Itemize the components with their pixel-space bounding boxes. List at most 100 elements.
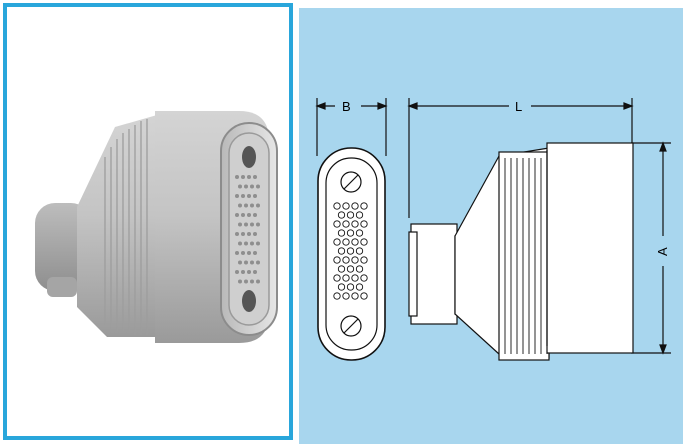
dim-a-label: A	[655, 247, 670, 256]
pin-contact	[333, 292, 341, 300]
photo-pin	[253, 194, 257, 198]
pin-contact	[351, 274, 359, 282]
pin-contact	[351, 202, 359, 210]
photo-pin	[250, 222, 254, 227]
pin-contact	[342, 238, 350, 246]
pin-contact	[351, 292, 359, 300]
pin-contact	[337, 247, 346, 255]
photo-pin	[247, 194, 251, 198]
photo-pin	[256, 279, 260, 284]
pin-contact	[360, 274, 368, 282]
photo-pin	[253, 213, 257, 217]
photo-pin	[253, 251, 257, 255]
photo-pin	[244, 222, 248, 227]
photo-pin	[241, 175, 245, 179]
photo-pin	[256, 222, 260, 227]
pin-contact	[333, 238, 341, 246]
photo-pin	[247, 232, 251, 236]
dimension-drawing-panel: B L A	[299, 8, 683, 444]
photo-pin	[238, 222, 242, 227]
photo-pin	[256, 203, 260, 208]
pin-contact	[360, 292, 368, 300]
photo-pin	[235, 251, 239, 255]
pin-contact	[355, 247, 364, 255]
photo-pin	[235, 194, 239, 198]
pin-contact	[337, 283, 346, 291]
photo-pin	[247, 213, 251, 217]
dim-l-label: L	[515, 99, 522, 114]
photo-pin	[235, 270, 239, 274]
pin-contact	[346, 229, 355, 237]
screw-hole-top	[242, 146, 256, 168]
photo-pin	[244, 203, 248, 208]
photo-pin	[250, 279, 254, 284]
pin-contact	[355, 265, 364, 273]
photo-pin	[238, 260, 242, 265]
photo-pin	[235, 232, 239, 236]
pin-contact	[355, 229, 364, 237]
pin-contact	[346, 283, 355, 291]
photo-pin	[256, 260, 260, 265]
connector-photo	[35, 111, 278, 343]
photo-pin	[238, 241, 242, 246]
pin-contact	[337, 211, 346, 219]
pin-contact	[337, 265, 346, 273]
pin-contact	[342, 292, 350, 300]
photo-pin	[253, 175, 257, 179]
photo-pin	[250, 203, 254, 208]
pin-contact	[360, 202, 368, 210]
pin-contact	[346, 265, 355, 273]
pin-contact	[333, 256, 341, 264]
photo-pin	[247, 270, 251, 274]
photo-pin	[241, 270, 245, 274]
pin-contact	[342, 256, 350, 264]
photo-pin	[238, 279, 242, 284]
photo-pin	[247, 251, 251, 255]
photo-pin	[250, 260, 254, 265]
front-view-pin-grid	[333, 202, 368, 300]
photo-pin	[253, 270, 257, 274]
side-view-body	[546, 142, 634, 354]
photo-pin	[238, 184, 242, 189]
side-view-rear-plug	[410, 223, 458, 325]
photo-pin	[244, 184, 248, 189]
photo-pin	[244, 241, 248, 246]
photo-pin	[247, 175, 251, 179]
pin-contact	[355, 283, 364, 291]
pin-contact	[355, 211, 364, 219]
pin-contact	[351, 220, 359, 228]
photo-pin	[241, 194, 245, 198]
pin-contact	[346, 247, 355, 255]
pin-contact	[342, 202, 350, 210]
side-view-ribs-block	[498, 151, 550, 361]
pin-contact	[360, 238, 368, 246]
photo-pin	[238, 203, 242, 208]
pin-contact	[360, 220, 368, 228]
photo-pin-grid	[235, 175, 260, 284]
photo-pin	[235, 213, 239, 217]
photo-pin	[250, 184, 254, 189]
photo-pin	[244, 279, 248, 284]
photo-pin	[241, 213, 245, 217]
pin-contact	[351, 238, 359, 246]
product-photo-panel	[3, 3, 293, 440]
photo-pin	[250, 241, 254, 246]
photo-pin	[244, 260, 248, 265]
dim-b-label: B	[342, 99, 351, 114]
photo-pin	[256, 184, 260, 189]
dimension-drawing: B L A	[315, 98, 671, 361]
pin-contact	[346, 211, 355, 219]
pin-contact	[342, 274, 350, 282]
pin-contact	[360, 256, 368, 264]
photo-pin	[235, 175, 239, 179]
pin-contact	[333, 274, 341, 282]
photo-pin	[241, 251, 245, 255]
photo-pin	[256, 241, 260, 246]
pin-contact	[342, 220, 350, 228]
pin-contact	[337, 229, 346, 237]
pin-contact	[333, 202, 341, 210]
photo-pin	[253, 232, 257, 236]
pin-contact	[333, 220, 341, 228]
screw-hole-bottom	[242, 290, 256, 312]
pin-contact	[351, 256, 359, 264]
